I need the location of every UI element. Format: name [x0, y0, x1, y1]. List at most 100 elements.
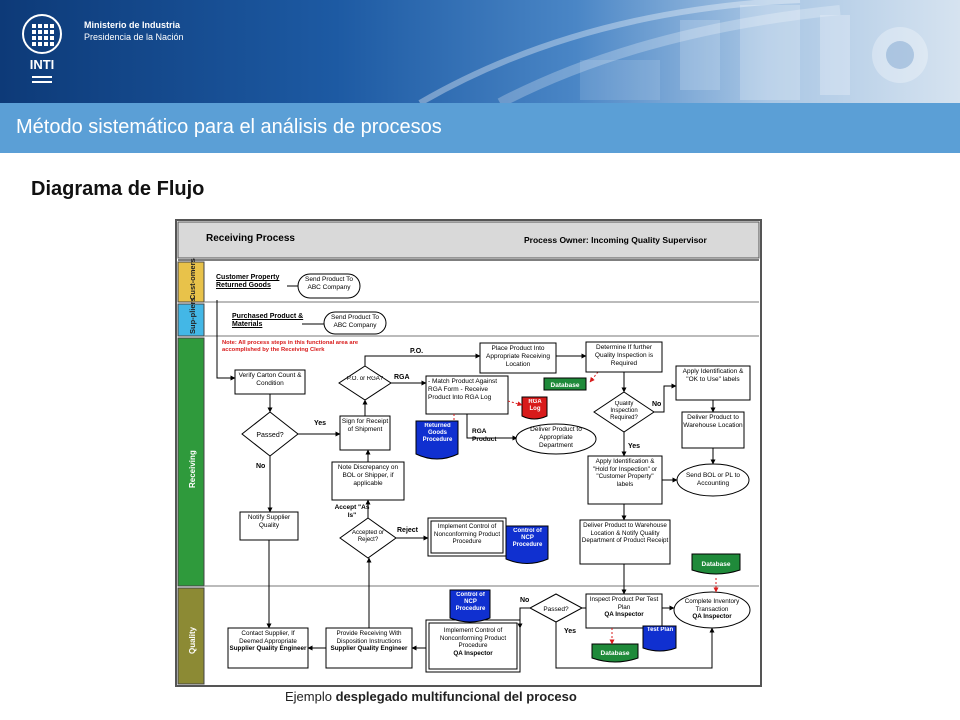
place-product-box: [479, 342, 557, 374]
lane-receiving: [177, 337, 205, 587]
ministry-line2: Presidencia de la Nación: [84, 32, 184, 42]
inspection-required-label: Quality Inspection Required?: [610, 401, 638, 421]
control-ncp-label: Control of NCP Procedure: [512, 528, 543, 548]
lane-receiving-label: Receiving: [188, 450, 197, 488]
database-3: [591, 643, 639, 663]
rga-label: RGA: [394, 374, 410, 381]
provide-receiving-label: Provide Receiving With Disposition Instr…: [336, 630, 402, 645]
accept-reject-label: Accepted or Reject?: [351, 530, 385, 543]
database-1: [543, 377, 587, 391]
slide-subtitle: Diagrama de Flujo: [31, 178, 205, 200]
contact-supplier-label: Contact Supplier, If Deemed Appropriate: [239, 630, 297, 645]
process-title: Receiving Process: [206, 233, 295, 244]
inspect-product-box: [585, 593, 663, 629]
complete-inventory-owner: QA Inspector: [692, 613, 732, 620]
complete-inventory-label: Complete Inventory Transaction: [684, 598, 740, 613]
send-bol-label: Send BOL or PL to Accounting: [685, 472, 741, 487]
place-product-label: Place Product Into Appropriate Receiving…: [486, 345, 550, 368]
accept-as-is-label: Accept "As Is": [334, 504, 370, 519]
passed-q-label: Passed?: [543, 606, 569, 613]
contact-supplier-box: [227, 627, 309, 669]
match-product-label: - Match Product Against RGA Form - Recei…: [428, 378, 498, 401]
title-bar: [0, 103, 960, 153]
rga-log-doc: [521, 396, 548, 420]
inspect-product-label: Inspect Product Per Test Plan: [589, 596, 659, 611]
send-product-b-label: Send Product To ABC Company: [331, 314, 379, 329]
implement-control-label: Implement Control of Nonconforming Produ…: [433, 523, 501, 545]
note-text: Note: All process steps in this function…: [222, 340, 359, 353]
deliver-warehouse-box: [681, 411, 745, 449]
test-plan-doc: [642, 625, 677, 652]
ministry-label: Ministerio de Industria Presidencia de l…: [84, 19, 184, 43]
passed-label: Passed?: [256, 432, 283, 439]
reject-label: Reject: [397, 527, 419, 534]
sign-receipt-box: [339, 415, 391, 451]
note-discrepancy-box: [331, 461, 405, 501]
deliver-notify-box: [579, 519, 671, 565]
control-ncp-q-label: Control of NCP Procedure: [455, 592, 486, 612]
returned-goods-doc: [415, 420, 459, 460]
rga-product-label: RGA Product: [472, 428, 497, 443]
apply-hold-labels-box: [587, 455, 663, 505]
lane-suppliers: [177, 303, 205, 337]
inspection-no-label: No: [652, 401, 661, 408]
passed-q-yes-label: Yes: [564, 628, 576, 635]
logo-text: INTI: [30, 57, 55, 72]
passed-no-label: No: [256, 463, 265, 470]
passed-q-no-label: No: [520, 597, 529, 604]
test-plan-label: Test Plan: [646, 627, 674, 633]
send-product-a-label: Send Product To ABC Company: [305, 276, 353, 291]
lane-customers: [177, 261, 205, 303]
caption-plain: Ejemplo: [285, 689, 336, 704]
rga-log-label: RGA Log: [528, 399, 542, 412]
flowchart: Receiving Process Process Owner: Incomin…: [172, 216, 770, 690]
control-ncp-doc-q: [449, 589, 491, 623]
purchased-product-label: Purchased Product & Materials: [232, 313, 304, 328]
lane-quality-label: Quality: [188, 626, 197, 654]
sign-receipt-label: Sign for Receipt of Shipment: [341, 418, 389, 433]
database-1-label: Database: [551, 382, 580, 389]
ministry-line1: Ministerio de Industria: [84, 20, 181, 30]
inspect-product-owner: QA Inspector: [604, 611, 644, 618]
header-banner: INTI Ministerio de Industria Presidencia…: [0, 0, 960, 103]
notify-supplier-label: Notify Supplier Quality: [247, 514, 291, 529]
diagram-caption: Ejemplo desplegado multifuncional del pr…: [285, 689, 577, 704]
database-2-label: Database: [702, 561, 731, 568]
deliver-dept-terminal: [515, 423, 597, 455]
po-label: P.O.: [410, 348, 423, 355]
implement-control-q-label: Implement Control of Nonconforming Produ…: [439, 627, 507, 649]
lane-quality: [177, 587, 205, 685]
send-product-terminal-b: [323, 311, 387, 335]
industrial-background-image: [418, 0, 928, 103]
returned-goods-label: Returned Goods Procedure: [422, 423, 453, 443]
inti-logo: INTI: [22, 14, 62, 83]
database-2: [691, 553, 741, 575]
implement-control-box: [427, 517, 507, 557]
provide-receiving-owner: Supplier Quality Engineer: [330, 645, 408, 652]
apply-hold-labels-label: Apply Identification & "Hold for Inspect…: [592, 458, 658, 488]
caption-bold: desplegado multifuncional del proceso: [335, 689, 577, 704]
deliver-notify-label: Deliver Product to Warehouse Location & …: [581, 522, 669, 544]
implement-control-q-box: [425, 619, 521, 673]
slide-title: Método sistemático para el análisis de p…: [16, 116, 442, 138]
inspection-yes-label: Yes: [628, 443, 640, 450]
verify-carton-box: [234, 369, 306, 395]
po-rga-decision: [338, 365, 392, 401]
control-ncp-doc: [505, 525, 549, 564]
apply-ok-labels-box: [675, 365, 751, 401]
database-3-label: Database: [601, 650, 630, 657]
implement-control-q-owner: QA Inspector: [453, 649, 493, 657]
deliver-dept-label: Deliver Product to Appropriate Departmen…: [530, 426, 582, 449]
verify-carton-label: Verify Carton Count & Condition: [238, 372, 302, 387]
determine-inspection-label: Determine If further Quality Inspection …: [594, 344, 654, 367]
customer-property-label: Customer Property Returned Goods: [216, 274, 280, 289]
lane-suppliers-label: Sup-pliers: [188, 297, 197, 334]
passed-yes-label: Yes: [314, 420, 326, 427]
process-owner: Process Owner: Incoming Quality Supervis…: [524, 235, 707, 245]
lane-customers-label: Cust-omers: [188, 258, 197, 300]
note-discrepancy-label: Note Discrepancy on BOL or Shipper, if a…: [337, 464, 399, 487]
contact-supplier-owner: Supplier Quality Engineer: [229, 645, 307, 652]
deliver-warehouse-label: Deliver Product to Warehouse Location: [683, 414, 743, 429]
apply-ok-labels-label: Apply Identification & "OK to Use" label…: [682, 368, 744, 383]
po-rga-label: P.O. or RGA?: [346, 376, 384, 382]
